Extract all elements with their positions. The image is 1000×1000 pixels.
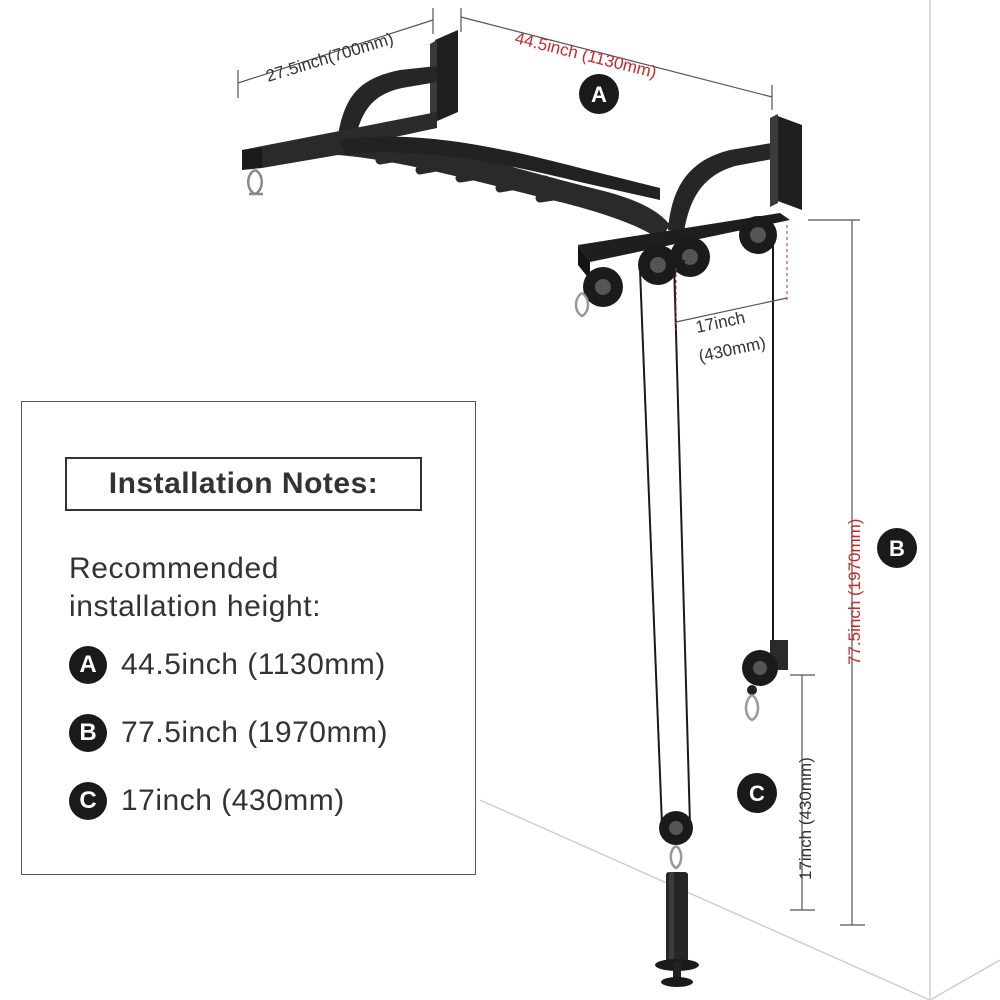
note-item-c: C 17inch (430mm) [69, 782, 345, 820]
note-badge-a: A [69, 646, 107, 684]
badge-a: A [579, 74, 619, 114]
dimension-a-label: 44.5inch (1130mm) [513, 28, 658, 82]
note-text-c: 17inch (430mm) [121, 784, 345, 817]
note-item-a: A 44.5inch (1130mm) [69, 646, 386, 684]
svg-text:A: A [591, 82, 607, 107]
lower-pulley [659, 811, 693, 870]
note-item-b: B 77.5inch (1970mm) [69, 714, 388, 752]
dimension-offset-line [675, 297, 788, 323]
pullup-frame [242, 30, 802, 280]
note-badge-b: B [69, 714, 107, 752]
note-text-b: 77.5inch (1970mm) [121, 716, 388, 749]
notes-title: Installation Notes: [65, 457, 422, 511]
reference-lines [675, 225, 788, 330]
notes-subtitle: Recommended installation height: [69, 550, 321, 626]
dimension-offset-label-line2: (430mm) [697, 333, 767, 366]
cables [639, 240, 774, 826]
upper-pulleys [574, 216, 777, 318]
dimension-a-line [460, 8, 773, 110]
dimension-c-line [790, 674, 815, 911]
dimension-b-line [808, 219, 865, 926]
dimension-offset-label-line1: 17inch [694, 308, 747, 337]
svg-text:C: C [749, 781, 765, 806]
note-badge-c: C [69, 782, 107, 820]
left-shackle [247, 168, 263, 196]
installation-notes-panel: Installation Notes: Recommended installa… [21, 401, 476, 875]
dimension-depth-line [237, 8, 434, 98]
dimension-c-label: 17inch (430mm) [796, 757, 815, 880]
dimension-b-label: 77.5inch (1970mm) [845, 519, 864, 665]
loading-pin [655, 872, 699, 987]
wall-lines [479, 0, 1000, 1000]
svg-text:B: B [889, 536, 905, 561]
note-text-a: 44.5inch (1130mm) [121, 648, 386, 681]
badge-b: B [877, 528, 917, 568]
carrier-pulley [742, 640, 788, 722]
badge-c: C [737, 773, 777, 813]
notes-subtitle-line2: installation height: [69, 590, 322, 623]
notes-subtitle-line1: Recommended [69, 552, 280, 585]
